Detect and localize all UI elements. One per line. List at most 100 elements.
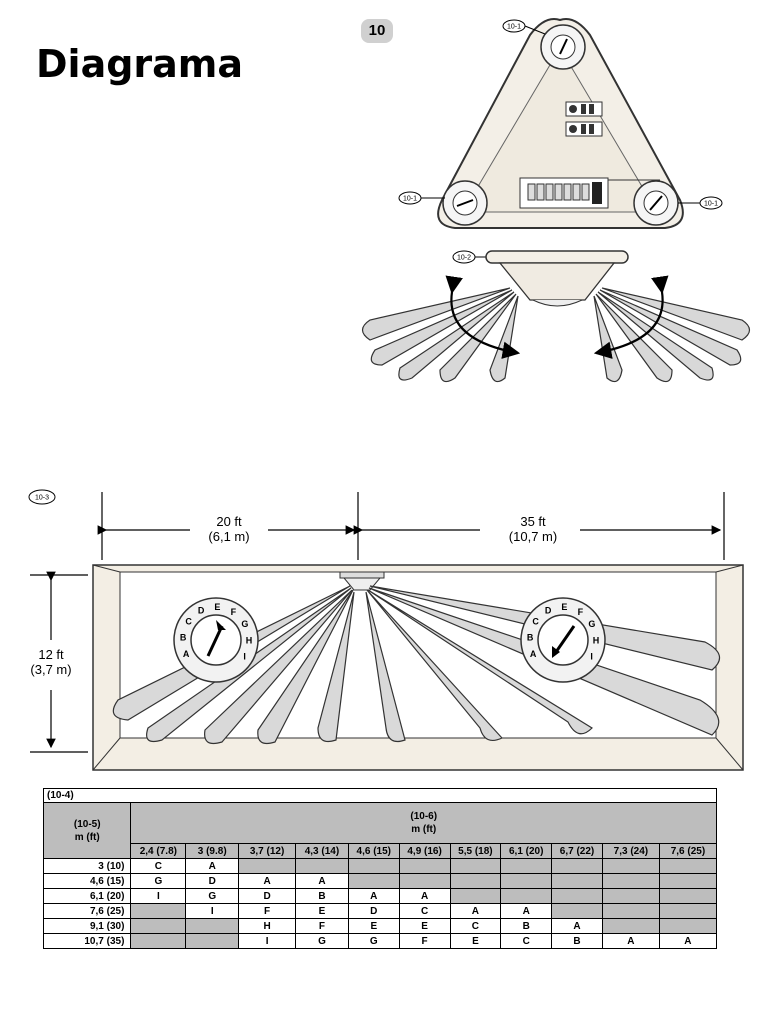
table-cell: H	[238, 918, 297, 934]
table-cell: E	[347, 918, 400, 934]
table-cell	[658, 918, 718, 934]
callout-dial-top: 10-1	[502, 19, 546, 35]
height-m: (3,7 m)	[30, 662, 71, 677]
column-header: 4,9 (16)	[398, 843, 451, 859]
svg-text:10-3: 10-3	[35, 495, 49, 502]
table-cell	[658, 858, 718, 874]
dial-letter-h: H	[246, 635, 253, 645]
table-cell	[601, 873, 660, 889]
dial-left-large	[173, 597, 259, 683]
beam-fan-right	[593, 287, 751, 383]
table-cell	[295, 858, 349, 874]
table-cell	[601, 858, 660, 874]
table-cell	[449, 888, 502, 904]
row-label: 4,6 (15)	[42, 873, 132, 889]
table-cell: I	[130, 888, 187, 904]
dial-letter-f: F	[578, 607, 584, 617]
col-header-unit: m (ft)	[411, 824, 437, 835]
table-cell: B	[500, 918, 553, 934]
left-width-ft: 20 ft	[216, 514, 242, 529]
column-header: 6,7 (22)	[551, 843, 603, 859]
table-cell	[500, 858, 553, 874]
table-cell: A	[238, 873, 297, 889]
table-cell	[601, 888, 660, 904]
table-cell	[551, 858, 603, 874]
table-cell: A	[295, 873, 349, 889]
table-cell: G	[130, 873, 187, 889]
callout-lens: 10-2	[452, 250, 488, 264]
table-cell: G	[347, 933, 400, 949]
column-header: 4,3 (14)	[295, 843, 349, 859]
dial-letter-g: G	[241, 619, 248, 629]
table-cell: C	[449, 918, 502, 934]
right-width-m: (10,7 m)	[509, 529, 557, 544]
column-group-header: (10-6) m (ft)	[130, 802, 717, 844]
table-cell	[238, 858, 297, 874]
dial-right-small	[633, 180, 679, 226]
table-cell: D	[347, 903, 400, 919]
dial-letter-i: I	[590, 652, 593, 662]
table-cell	[130, 933, 187, 949]
ceiling-sensor	[339, 571, 385, 591]
table-cell: B	[551, 933, 603, 949]
table-cell: D	[185, 873, 240, 889]
column-header: 3,7 (12)	[238, 843, 297, 859]
row-label: 10,7 (35)	[42, 933, 132, 949]
right-width-ft: 35 ft	[520, 514, 546, 529]
table-cell: B	[295, 888, 349, 904]
svg-text:10-1: 10-1	[704, 201, 718, 208]
dial-left-small	[442, 180, 488, 226]
table-cell: A	[500, 903, 553, 919]
table-cell: G	[185, 888, 240, 904]
table-cell: G	[295, 933, 349, 949]
page-title: Diagrama	[36, 42, 244, 86]
table-cell: C	[398, 903, 451, 919]
table-cell: E	[398, 918, 451, 934]
sensitivity-table: (10-4) (10-5) m (ft) (10-6) m (ft) 2,4 (…	[42, 788, 718, 949]
table-cell: A	[185, 858, 240, 874]
table-cell: D	[238, 888, 297, 904]
table-cell	[130, 903, 187, 919]
table-cell	[449, 873, 502, 889]
dial-letter-a: A	[183, 649, 190, 659]
table-cell	[601, 903, 660, 919]
table-cell	[185, 918, 240, 934]
table-cell	[398, 858, 451, 874]
rotate-arrow-right	[593, 275, 669, 359]
svg-text:10-1: 10-1	[403, 196, 417, 203]
table-cell	[130, 918, 187, 934]
column-header: 7,6 (25)	[658, 843, 718, 859]
table-cell: F	[295, 918, 349, 934]
column-header: 2,4 (7.8)	[130, 843, 187, 859]
column-header: 7,3 (24)	[601, 843, 660, 859]
dial-letter-e: E	[561, 602, 567, 612]
dial-letter-h: H	[593, 635, 600, 645]
table-cell: C	[130, 858, 187, 874]
row-label: 7,6 (25)	[42, 903, 132, 919]
row-header-unit: m (ft)	[74, 831, 100, 843]
table-cell	[658, 888, 718, 904]
callout-dial-left: 10-1	[398, 191, 445, 205]
table-cell: A	[449, 903, 502, 919]
dial-letter-d: D	[198, 606, 205, 616]
row-header: (10-5) m (ft)	[42, 802, 132, 859]
step-badge: 10	[361, 19, 393, 43]
table-cell	[551, 888, 603, 904]
table-cell	[347, 873, 400, 889]
row-header-code: (10-5)	[73, 818, 101, 830]
table-cell	[500, 888, 553, 904]
sensor-device	[437, 18, 684, 229]
column-header: 3 (9.8)	[185, 843, 240, 859]
dial-letter-b: B	[180, 633, 187, 643]
dial-letter-b: B	[527, 633, 534, 643]
table-cell: A	[551, 918, 603, 934]
table-cell	[185, 933, 240, 949]
table-cell	[449, 858, 502, 874]
svg-text:10-1: 10-1	[507, 24, 521, 31]
table-cell	[601, 918, 660, 934]
